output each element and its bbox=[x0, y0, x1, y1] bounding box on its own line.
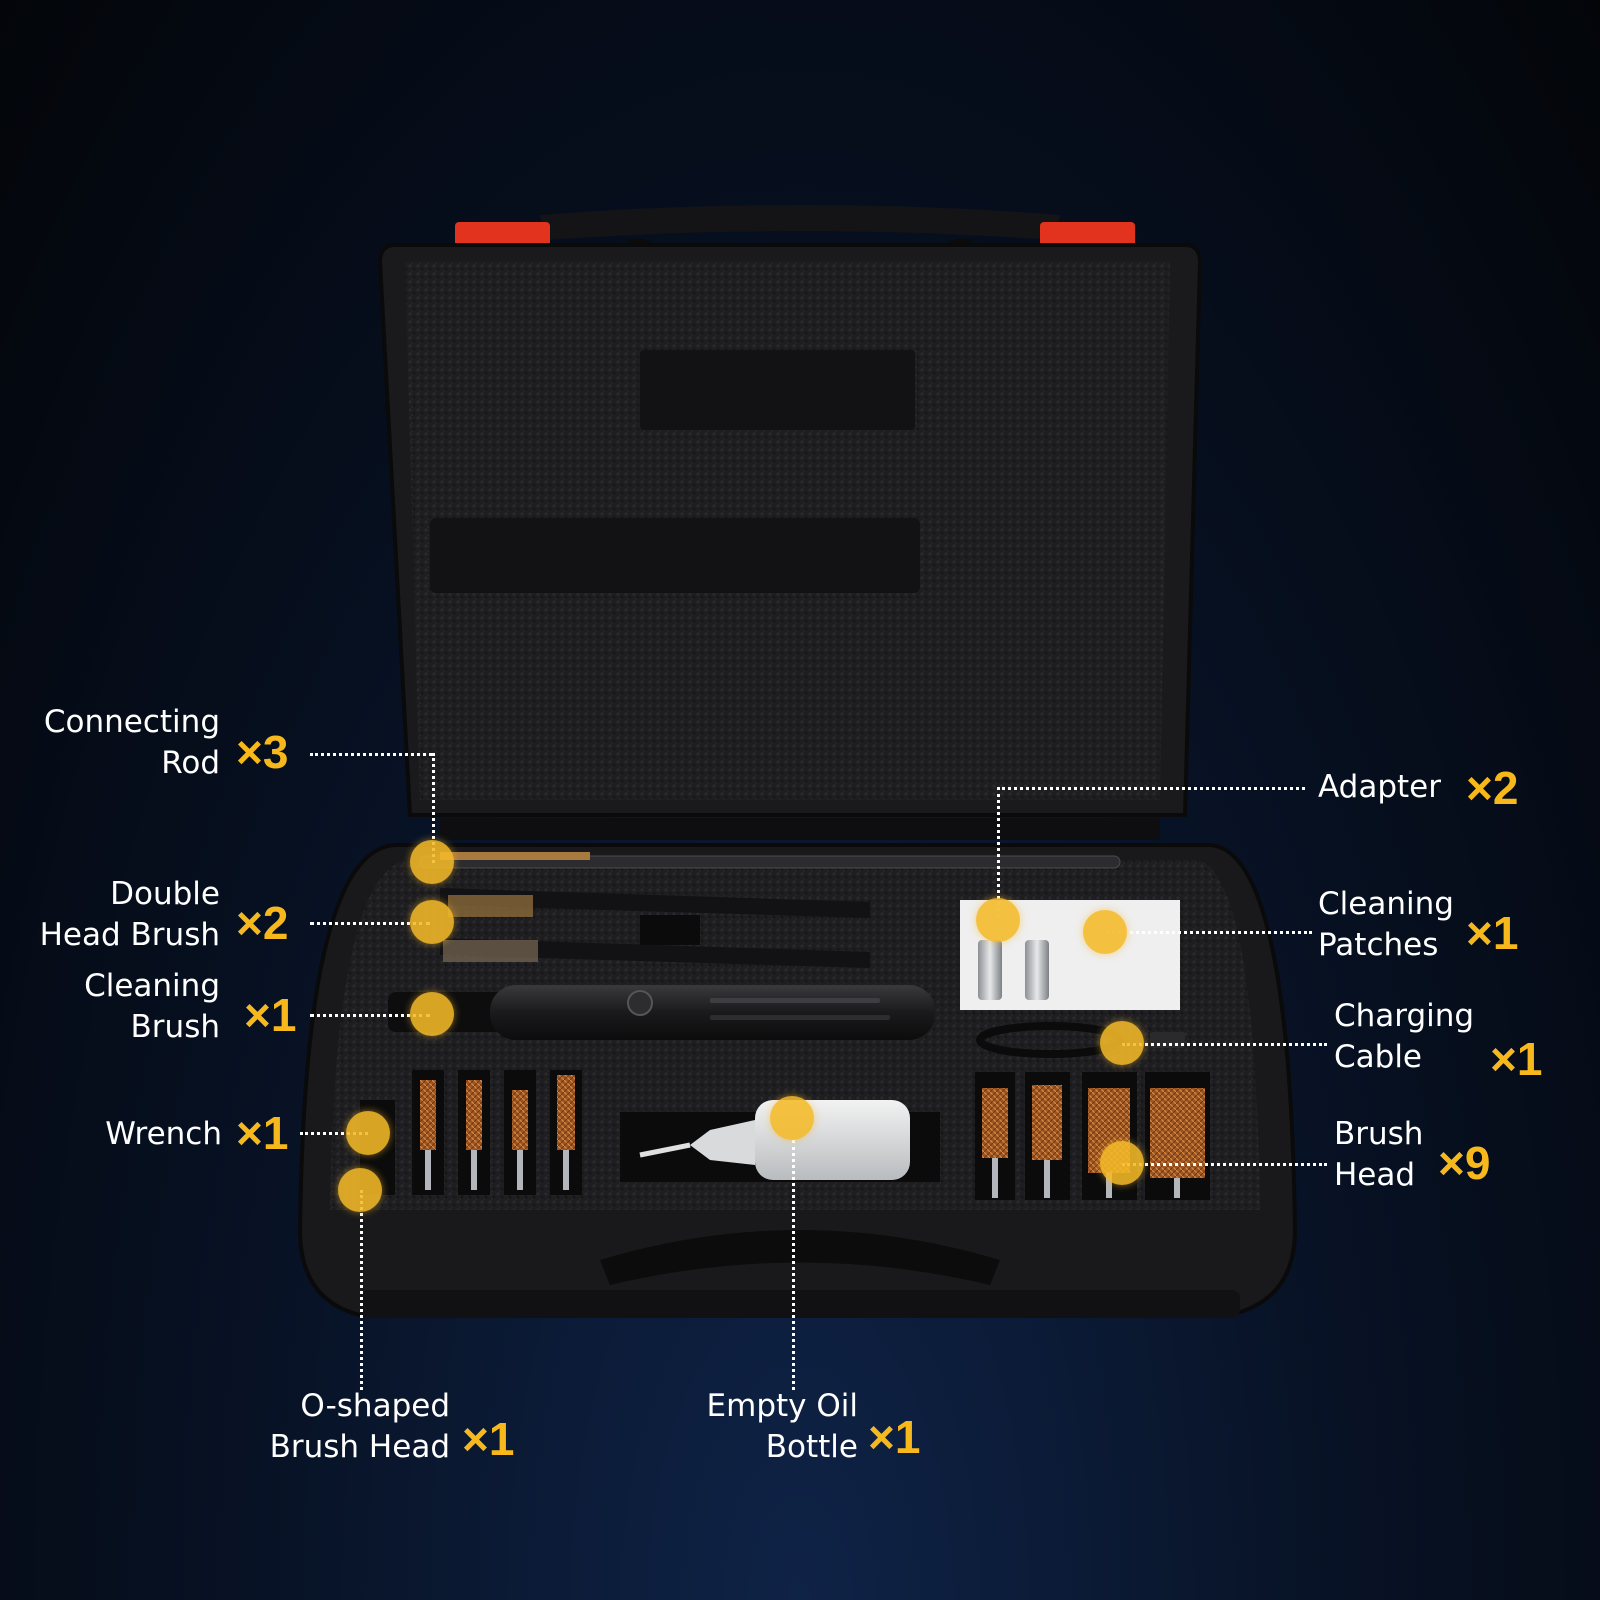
qty-cleaning-brush: ×1 bbox=[244, 989, 297, 1041]
leader-cleaning-patches bbox=[1107, 931, 1312, 934]
case-hinge bbox=[440, 818, 1160, 840]
label-charging-cable: Charging Cable bbox=[1334, 996, 1474, 1078]
label-connecting-rod: Connecting Rod bbox=[40, 702, 220, 784]
label-empty-oil-bottle: Empty Oil Bottle bbox=[650, 1386, 858, 1468]
label-connecting-rod-line2: Rod bbox=[161, 745, 220, 781]
label-cleaning-brush-line2: Brush bbox=[130, 1009, 220, 1045]
label-o-shaped-line1: O-shaped bbox=[300, 1388, 450, 1424]
hotspot-cleaning-brush bbox=[410, 992, 454, 1036]
qty-connecting-rod: ×3 bbox=[236, 726, 289, 778]
label-brush-head: Brush Head bbox=[1334, 1114, 1423, 1196]
leader-double-head-brush bbox=[310, 922, 430, 925]
hotspot-wrench bbox=[346, 1111, 390, 1155]
label-o-shaped-line2: Brush Head bbox=[269, 1429, 450, 1465]
label-wrench: Wrench bbox=[40, 1114, 222, 1155]
hotspot-double-head-brush bbox=[410, 900, 454, 944]
leader-wrench bbox=[300, 1132, 368, 1135]
connecting-rod bbox=[419, 852, 1121, 869]
qty-o-shaped-brush-head: ×1 bbox=[462, 1413, 515, 1465]
qty-empty-oil-bottle: ×1 bbox=[868, 1411, 921, 1463]
hotspot-cleaning-patches bbox=[1083, 910, 1127, 954]
label-brush-head-line2: Head bbox=[1334, 1157, 1416, 1193]
hotspot-brush-head bbox=[1100, 1141, 1144, 1185]
leader-brush-head bbox=[1122, 1163, 1327, 1166]
hotspot-o-shaped-brush-head bbox=[338, 1168, 382, 1212]
lid-recess-bottom bbox=[430, 518, 920, 593]
case-lid bbox=[377, 205, 1203, 817]
label-double-head-brush-line1: Double bbox=[110, 876, 220, 912]
label-adapter: Adapter bbox=[1318, 767, 1441, 808]
qty-cleaning-patches: ×1 bbox=[1466, 907, 1519, 959]
qty-brush-head: ×9 bbox=[1438, 1137, 1491, 1189]
label-adapter-line1: Adapter bbox=[1318, 769, 1441, 805]
label-cleaning-patches: Cleaning Patches bbox=[1318, 884, 1454, 966]
lid-recess-top bbox=[640, 350, 915, 430]
leader-adapter-h bbox=[997, 787, 1305, 790]
cleaning-brush bbox=[388, 985, 935, 1040]
label-double-head-brush-line2: Head Brush bbox=[39, 917, 220, 953]
label-wrench-line1: Wrench bbox=[105, 1116, 222, 1152]
label-brush-head-line1: Brush bbox=[1334, 1116, 1424, 1152]
qty-double-head-brush: ×2 bbox=[236, 897, 289, 949]
leader-empty-oil-bottle bbox=[792, 1140, 795, 1390]
label-o-shaped-brush-head: O-shaped Brush Head bbox=[250, 1386, 450, 1468]
hotspot-charging-cable bbox=[1100, 1021, 1144, 1065]
qty-charging-cable: ×1 bbox=[1490, 1033, 1543, 1085]
qty-adapter: ×2 bbox=[1466, 762, 1519, 814]
brush-heads-right bbox=[975, 1072, 1210, 1200]
label-cleaning-patches-line1: Cleaning bbox=[1318, 886, 1454, 922]
adapters bbox=[978, 940, 1049, 1000]
label-connecting-rod-line1: Connecting bbox=[43, 704, 220, 740]
double-head-brushes bbox=[440, 888, 870, 968]
leader-adapter-v bbox=[997, 787, 1000, 917]
qty-wrench: ×1 bbox=[236, 1107, 289, 1159]
label-cleaning-brush-line1: Cleaning bbox=[84, 968, 220, 1004]
label-empty-oil-line2: Bottle bbox=[765, 1429, 858, 1465]
label-charging-cable-line2: Cable bbox=[1334, 1039, 1423, 1075]
hotspot-empty-oil-bottle bbox=[770, 1096, 814, 1140]
label-double-head-brush: Double Head Brush bbox=[30, 874, 220, 956]
hotspot-connecting-rod bbox=[410, 840, 454, 884]
label-cleaning-brush: Cleaning Brush bbox=[40, 966, 220, 1048]
leader-cleaning-brush bbox=[310, 1014, 430, 1017]
leader-o-shaped-brush-head bbox=[360, 1190, 363, 1390]
leader-connecting-rod-h bbox=[310, 753, 432, 756]
label-empty-oil-line1: Empty Oil bbox=[706, 1388, 858, 1424]
hotspot-adapter bbox=[976, 898, 1020, 942]
leader-charging-cable bbox=[1122, 1043, 1327, 1046]
label-charging-cable-line1: Charging bbox=[1334, 998, 1475, 1034]
leader-connecting-rod-v bbox=[432, 753, 435, 863]
label-cleaning-patches-line2: Patches bbox=[1318, 927, 1439, 963]
